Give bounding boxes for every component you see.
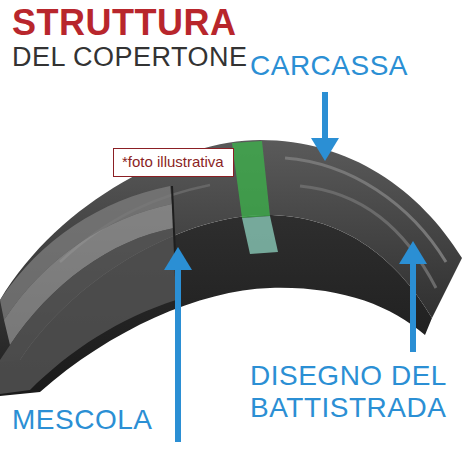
cut-layer [0,228,176,394]
arrow-head [399,241,427,264]
note-box: *foto illustrativa [113,148,234,177]
part-label: MESCOLA [12,404,162,436]
leader-line [322,92,328,140]
leader-line [175,268,181,442]
leader-line [410,262,416,352]
arrow-head [311,138,339,161]
arrow-head [164,247,192,270]
tread-groove [285,158,446,262]
carcass-layer [242,216,278,254]
diagram-title: STRUTTURA DEL COPERTONE [12,4,262,72]
note-text: *foto illustrativa [122,153,224,171]
carcass-layer [232,141,270,218]
part-label: DISEGNO DEL BATTISTRADA [250,360,465,424]
part-label: CARCASSA [250,50,450,82]
